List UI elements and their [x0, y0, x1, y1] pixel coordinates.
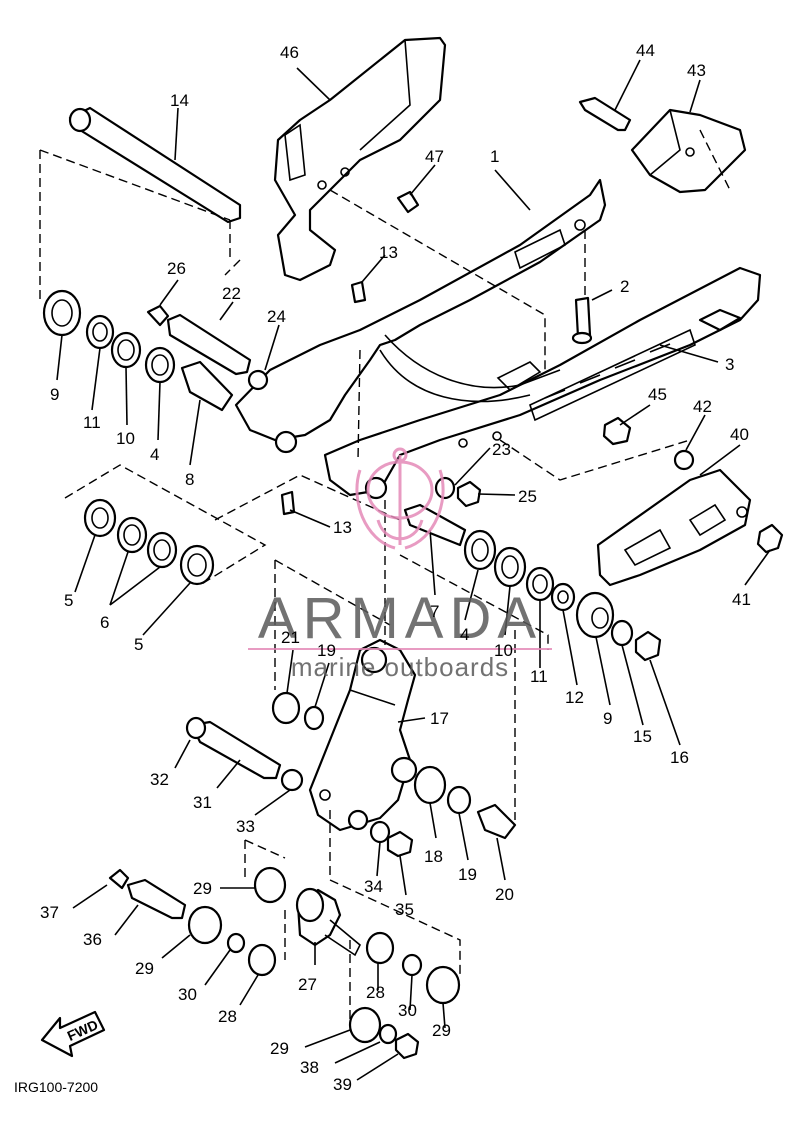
- callout-44: 44: [636, 41, 655, 60]
- callout-47: 47: [425, 147, 444, 166]
- callout-9: 9: [603, 709, 612, 728]
- callout-4: 4: [460, 625, 469, 644]
- callout-16: 16: [670, 748, 689, 767]
- watermark-logo: ARMADA marine outboards: [248, 447, 552, 682]
- connecting-rod-part: [295, 887, 361, 957]
- callout-8: 8: [185, 470, 194, 489]
- callout-25: 25: [518, 487, 537, 506]
- leader-lines: [56, 59, 771, 1081]
- swingarm-part: [234, 178, 762, 500]
- callout-30: 30: [178, 985, 197, 1004]
- callout-36: 36: [83, 930, 102, 949]
- callout-10: 10: [494, 641, 513, 660]
- callout-14: 14: [170, 91, 189, 110]
- callout-29: 29: [432, 1021, 451, 1040]
- callout-41: 41: [732, 590, 751, 609]
- callout-10: 10: [116, 429, 135, 448]
- chain-pad-part: [596, 468, 752, 587]
- callout-30: 30: [398, 1001, 417, 1020]
- callout-20: 20: [495, 885, 514, 904]
- callout-19: 19: [317, 641, 336, 660]
- callout-9: 9: [50, 385, 59, 404]
- callout-12: 12: [565, 688, 584, 707]
- callout-22: 22: [222, 284, 241, 303]
- callout-31: 31: [193, 793, 212, 812]
- callout-3: 3: [725, 355, 734, 374]
- callout-21: 21: [281, 628, 300, 647]
- bolt-22: [166, 313, 252, 376]
- callout-4: 4: [150, 445, 159, 464]
- callout-43: 43: [687, 61, 706, 80]
- callout-11: 11: [530, 667, 548, 686]
- pivot-shaft-14: [68, 106, 242, 224]
- bolt-2: [571, 296, 593, 345]
- callout-15: 15: [633, 727, 652, 746]
- callout-labels: 1 2 3 4 4 5 5 6 7 8 9 9 10 10 11 11 12 1…: [40, 41, 751, 1094]
- callout-39: 39: [333, 1075, 352, 1094]
- callout-5: 5: [134, 635, 143, 654]
- callout-38: 38: [300, 1058, 319, 1077]
- callout-29: 29: [193, 879, 212, 898]
- assembly-lines: [39, 129, 731, 1020]
- relay-arm-part: [308, 638, 418, 832]
- callout-13: 13: [333, 518, 352, 537]
- callout-7: 7: [430, 602, 439, 621]
- callout-29: 29: [135, 959, 154, 978]
- anchor-logo-icon: [355, 447, 445, 550]
- callout-46: 46: [280, 43, 299, 62]
- callout-11: 11: [83, 413, 101, 432]
- callout-28: 28: [366, 983, 385, 1002]
- callout-32: 32: [150, 770, 169, 789]
- callout-40: 40: [730, 425, 749, 444]
- watermark-brand: ARMADA: [258, 586, 542, 651]
- callout-29: 29: [270, 1039, 289, 1058]
- drawing-code: IRG100-7200: [14, 1079, 98, 1095]
- callout-27: 27: [298, 975, 317, 994]
- bolt-31: [185, 716, 282, 780]
- watermark-tagline: marine outboards: [291, 652, 509, 682]
- callout-45: 45: [648, 385, 667, 404]
- callout-2: 2: [620, 277, 629, 296]
- chain-guard-part: [273, 36, 447, 282]
- callout-37: 37: [40, 903, 59, 922]
- callout-24: 24: [267, 307, 286, 326]
- callout-42: 42: [693, 397, 712, 416]
- callout-34: 34: [364, 877, 383, 896]
- callout-33: 33: [236, 817, 255, 836]
- callout-26: 26: [167, 259, 186, 278]
- callout-1: 1: [490, 147, 499, 166]
- chain-guide-part: [630, 108, 747, 194]
- callout-23: 23: [492, 440, 511, 459]
- callout-17: 17: [430, 709, 449, 728]
- callout-18: 18: [424, 847, 443, 866]
- callout-6: 6: [100, 613, 109, 632]
- callout-28: 28: [218, 1007, 237, 1026]
- callout-19: 19: [458, 865, 477, 884]
- forward-arrow-icon: FWD: [40, 1010, 106, 1058]
- callout-35: 35: [395, 900, 414, 919]
- bolt-44: [578, 96, 632, 132]
- bolt-36: [126, 878, 187, 920]
- callout-13: 13: [379, 243, 398, 262]
- callout-5: 5: [64, 591, 73, 610]
